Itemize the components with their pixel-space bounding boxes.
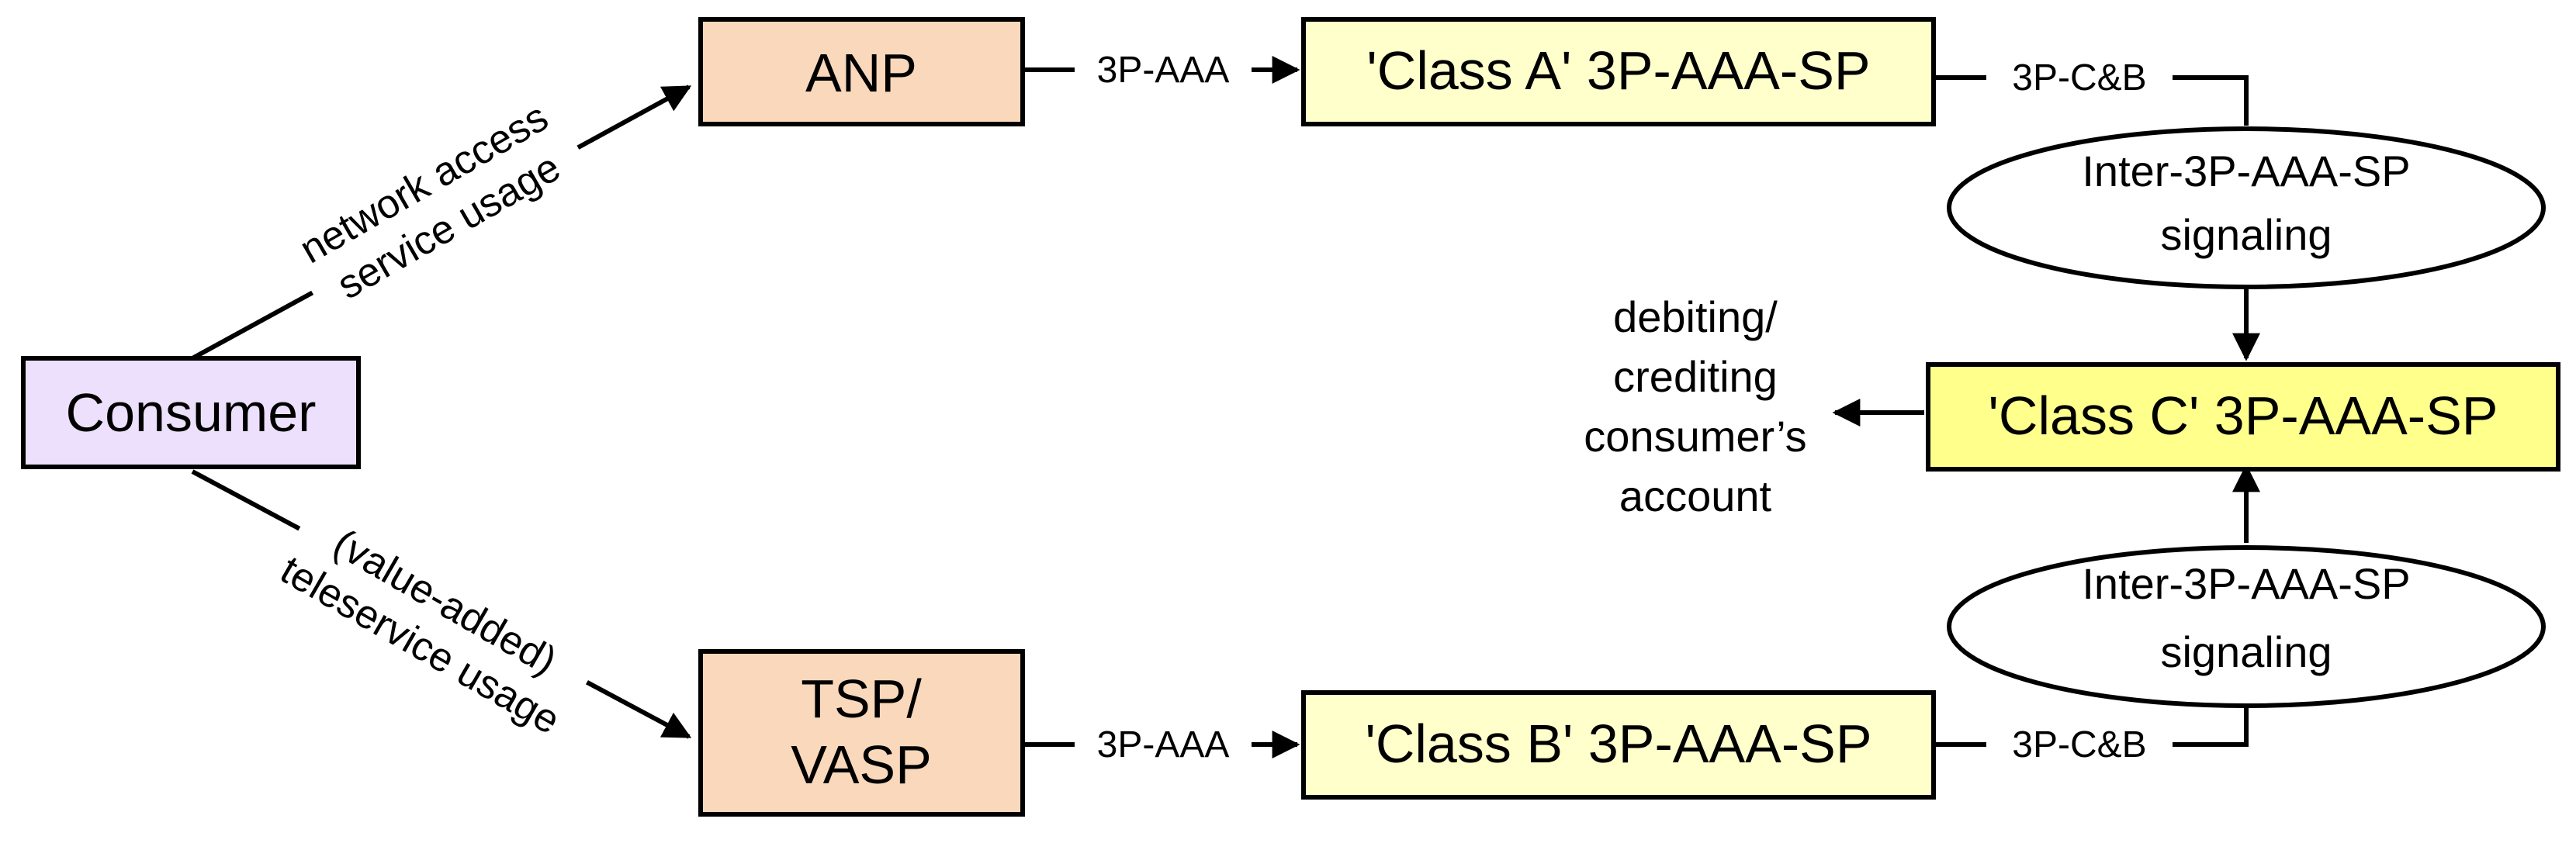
node-anp: ANP	[698, 17, 1025, 126]
label-class-a-cb: 3P-C&B	[2012, 57, 2146, 98]
output-line1: debiting/	[1613, 292, 1778, 341]
tsp-label-line2: VASP	[791, 734, 932, 795]
label-tsp-class-b: 3P-AAA	[1097, 724, 1230, 765]
output-line2: crediting	[1613, 352, 1778, 401]
account-output: debiting/ crediting consumer’s account	[1584, 292, 1806, 520]
consumer-label: Consumer	[66, 382, 317, 443]
signaling-upper-line1: Inter-3P-AAA-SP	[2082, 147, 2410, 195]
class-c-label: 'Class C' 3P-AAA-SP	[1989, 385, 2498, 446]
signaling-lower-line1: Inter-3P-AAA-SP	[2082, 559, 2410, 608]
consumer-box	[21, 356, 361, 469]
output-line3: consumer’s	[1584, 412, 1806, 461]
signaling-lower-ellipse	[1947, 545, 2546, 708]
signaling-lower: Inter-3P-AAA-SP signaling	[1947, 545, 2546, 708]
signaling-upper-ellipse	[1947, 126, 2546, 289]
tsp-box	[698, 649, 1025, 817]
teleservice-usage-label: (value-added) teleservice usage	[263, 497, 600, 755]
node-class-a: 'Class A' 3P-AAA-SP	[1301, 17, 1936, 126]
node-class-c: 'Class C' 3P-AAA-SP	[1926, 362, 2560, 472]
anp-label: ANP	[805, 43, 917, 103]
class-b-box	[1301, 690, 1936, 800]
anp-box	[698, 17, 1025, 126]
class-a-label: 'Class A' 3P-AAA-SP	[1366, 40, 1870, 101]
signaling-lower-line2: signaling	[2160, 627, 2332, 676]
label-class-b-cb: 3P-C&B	[2012, 724, 2146, 765]
signaling-upper: Inter-3P-AAA-SP signaling	[1947, 126, 2546, 289]
node-tsp-vasp: TSP/ VASP	[698, 649, 1025, 817]
class-b-label: 'Class B' 3P-AAA-SP	[1365, 713, 1871, 774]
signaling-upper-line2: signaling	[2160, 210, 2332, 259]
class-a-box	[1301, 17, 1936, 126]
output-line4: account	[1619, 472, 1772, 520]
class-c-box	[1926, 362, 2560, 472]
node-class-b: 'Class B' 3P-AAA-SP	[1301, 690, 1936, 800]
node-consumer: Consumer	[21, 356, 361, 469]
tsp-label-line1: TSP/	[801, 669, 922, 729]
network-usage-label: network access service usage	[279, 84, 596, 330]
label-anp-class-a: 3P-AAA	[1097, 50, 1230, 91]
